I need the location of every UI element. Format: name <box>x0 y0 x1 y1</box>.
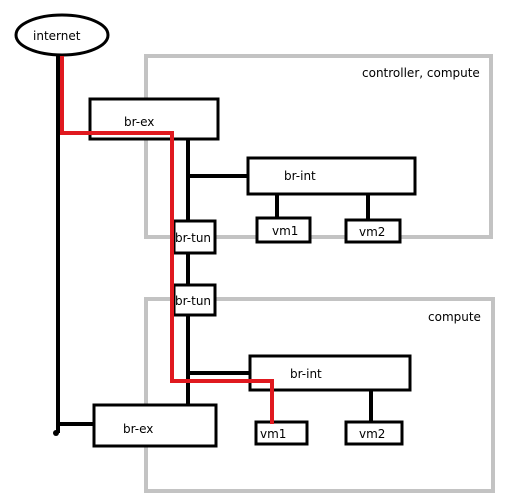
node-bottom-vm2: vm2 <box>344 420 404 446</box>
region-compute-border <box>144 297 495 493</box>
region-compute: compute <box>144 297 495 493</box>
node-top-br-int: br-int <box>246 156 417 196</box>
region-controller-compute-border <box>144 54 493 239</box>
node-top-vm1-box <box>255 216 312 244</box>
junction-dot <box>53 430 59 436</box>
node-bottom-br-ex-box <box>92 403 218 448</box>
node-top-br-int-box <box>246 156 417 196</box>
node-top-vm2-box <box>344 218 402 244</box>
node-bottom-br-tun: br-tun <box>172 283 217 317</box>
node-top-br-tun-label: br-tun <box>175 231 211 245</box>
internet-ellipse <box>14 13 110 57</box>
node-bottom-br-ex: br-ex <box>92 403 218 448</box>
region-controller-compute: controller, compute <box>144 54 493 239</box>
node-top-br-int-label: br-int <box>284 169 316 183</box>
internet-label: internet <box>33 29 81 43</box>
node-bottom-vm2-label: vm2 <box>359 427 385 441</box>
node-bottom-br-ex-label: br-ex <box>123 422 153 436</box>
node-bottom-vm2-box <box>344 420 404 446</box>
node-top-br-ex-label: br-ex <box>124 115 154 129</box>
node-bottom-vm1: vm1 <box>254 420 309 446</box>
node-bottom-vm1-box <box>254 420 309 446</box>
node-bottom-br-int-box <box>248 354 412 392</box>
node-top-vm1: vm1 <box>255 216 312 244</box>
internet-cloud: internet <box>14 13 110 57</box>
node-top-br-tun: br-tun <box>172 219 217 255</box>
node-top-vm2: vm2 <box>344 218 402 244</box>
node-top-vm1-label: vm1 <box>272 224 298 238</box>
node-bottom-vm1-label: vm1 <box>260 427 286 441</box>
node-bottom-br-int-label: br-int <box>290 367 322 381</box>
node-bottom-br-tun-label: br-tun <box>175 294 211 308</box>
highlight-traffic-path <box>60 56 274 424</box>
node-bottom-br-int: br-int <box>248 354 412 392</box>
links <box>56 56 373 433</box>
node-top-vm2-label: vm2 <box>359 225 385 239</box>
region-compute-label: compute <box>428 310 481 324</box>
region-controller-compute-label: controller, compute <box>362 66 480 80</box>
